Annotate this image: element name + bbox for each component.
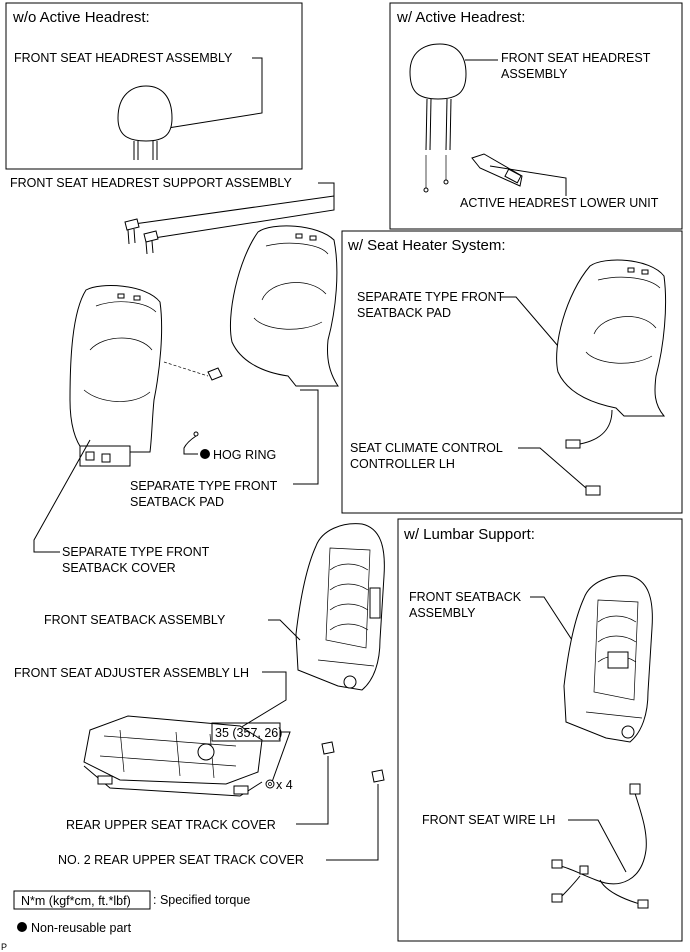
label-seat-wire: FRONT SEAT WIRE LH [422, 813, 555, 827]
label-seatback-pad-l1: SEPARATE TYPE FRONT [130, 479, 278, 493]
label-headrest-assembly-active-l2: ASSEMBLY [501, 67, 568, 81]
label-climate-controller-l2: CONTROLLER LH [350, 457, 455, 471]
label-headrest-assembly: FRONT SEAT HEADREST ASSEMBLY [14, 51, 233, 65]
label-active-headrest-lower-unit: ACTIVE HEADREST LOWER UNIT [460, 196, 659, 210]
legend-torque-box [13, 890, 151, 910]
corner-mark: P [1, 942, 7, 952]
legend-non-reusable: Non-reusable part [31, 921, 132, 935]
label-climate-controller-l1: SEAT CLIMATE CONTROL [350, 441, 503, 455]
bolt-part [265, 779, 275, 789]
label-lumbar-seatback-l2: ASSEMBLY [409, 606, 476, 620]
box-w-seat-heater [341, 230, 683, 514]
climate-controller-part [585, 485, 601, 496]
box-title-wo-active-headrest: w/o Active Headrest: [12, 9, 150, 26]
label-rear-track-cover: REAR UPPER SEAT TRACK COVER [66, 818, 276, 832]
headrest-support-part [124, 218, 159, 255]
seatback-frame-part [295, 523, 385, 691]
label-seat-adjuster: FRONT SEAT ADJUSTER ASSEMBLY LH [14, 666, 249, 680]
label-seatback-cover-l1: SEPARATE TYPE FRONT [62, 545, 210, 559]
box-title-w-lumbar-support: w/ Lumbar Support: [403, 526, 535, 543]
seatback-cover-part [69, 285, 163, 467]
lumbar-seatback-frame-part [563, 575, 653, 743]
label-seatback-pad-l2: SEATBACK PAD [130, 495, 224, 509]
seat-adjuster-part [83, 715, 263, 797]
pin-part [207, 367, 223, 381]
box-title-w-active-headrest: w/ Active Headrest: [396, 9, 525, 26]
box-wo-active-headrest [5, 2, 303, 170]
label-seatback-assembly: FRONT SEATBACK ASSEMBLY [44, 613, 226, 627]
label-lumbar-seatback-l1: FRONT SEATBACK [409, 590, 522, 604]
active-headrest-lower-unit [471, 153, 523, 187]
heater-connector [565, 439, 581, 449]
label-headrest-assembly-active-l1: FRONT SEAT HEADREST [501, 51, 651, 65]
legend-torque-unit: N*m (kgf*cm, ft.*lbf) [21, 894, 131, 908]
legend-non-reusable-dot [17, 922, 27, 932]
label-seatback-cover-l2: SEATBACK COVER [62, 561, 176, 575]
label-headrest-support: FRONT SEAT HEADREST SUPPORT ASSEMBLY [10, 176, 292, 190]
seatback-pad-part [229, 225, 339, 387]
bolt-count: x 4 [276, 778, 293, 792]
box-title-w-seat-heater: w/ Seat Heater System: [347, 237, 506, 254]
box-w-active-headrest [389, 2, 683, 230]
no2-track-cover-part [371, 769, 385, 783]
label-heater-pad-l1: SEPARATE TYPE FRONT [357, 290, 505, 304]
headrest-part [117, 85, 173, 160]
rear-track-cover-part [321, 741, 335, 755]
legend-torque-desc: : Specified torque [153, 893, 250, 907]
label-heater-pad-l2: SEATBACK PAD [357, 306, 451, 320]
heater-seatback-pad-part [556, 259, 667, 417]
torque-value: 35 (357, 26) [215, 726, 282, 740]
label-hog-ring: HOG RING [213, 448, 276, 462]
label-no2-track-cover: NO. 2 REAR UPPER SEAT TRACK COVER [58, 853, 304, 867]
active-headrest-part [409, 43, 467, 193]
seat-wire-part [551, 783, 649, 909]
box-w-lumbar-support [397, 518, 683, 942]
non-reusable-dot-hog-ring [200, 449, 210, 459]
